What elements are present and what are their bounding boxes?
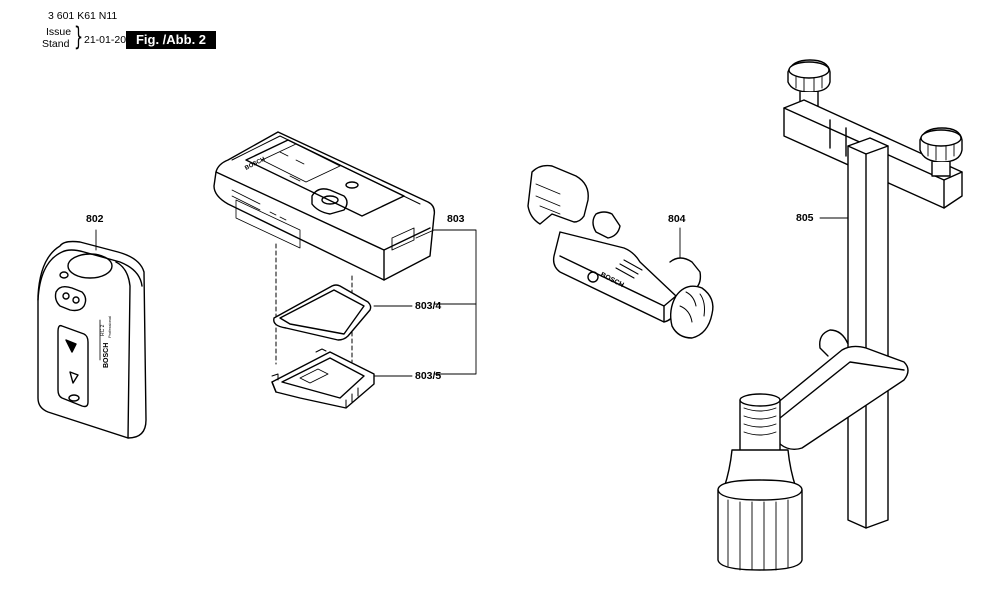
callout-803-5: 803/5: [415, 370, 442, 382]
remote-model-text: RC 2: [100, 324, 106, 336]
part-number: 3 601 K61 N11: [48, 10, 118, 22]
callout-803-4: 803/4: [415, 300, 442, 312]
clamp-mount-805: [717, 59, 963, 571]
remote-control-802: [37, 240, 147, 439]
issue-label: Issue: [46, 26, 72, 38]
issue-brace: }: [74, 22, 84, 52]
battery-cover-803-5: [271, 348, 375, 409]
callout-805: 805: [796, 212, 814, 224]
gasket-803-4: [273, 284, 372, 341]
figure-label: Fig. /Abb. 2: [126, 31, 216, 49]
remote-brand-text: BOSCH: [103, 343, 110, 368]
laser-receiver-803: [213, 131, 436, 281]
callout-802: 802: [86, 213, 104, 225]
issue-date: 21-01-20: [84, 34, 127, 46]
leader-lines: [95, 217, 849, 377]
stand-label: Stand: [42, 38, 70, 50]
callout-803: 803: [447, 213, 465, 225]
remote-line-text: Professional: [107, 316, 112, 338]
receiver-bracket-804: [527, 164, 714, 339]
callout-804: 804: [668, 213, 686, 225]
